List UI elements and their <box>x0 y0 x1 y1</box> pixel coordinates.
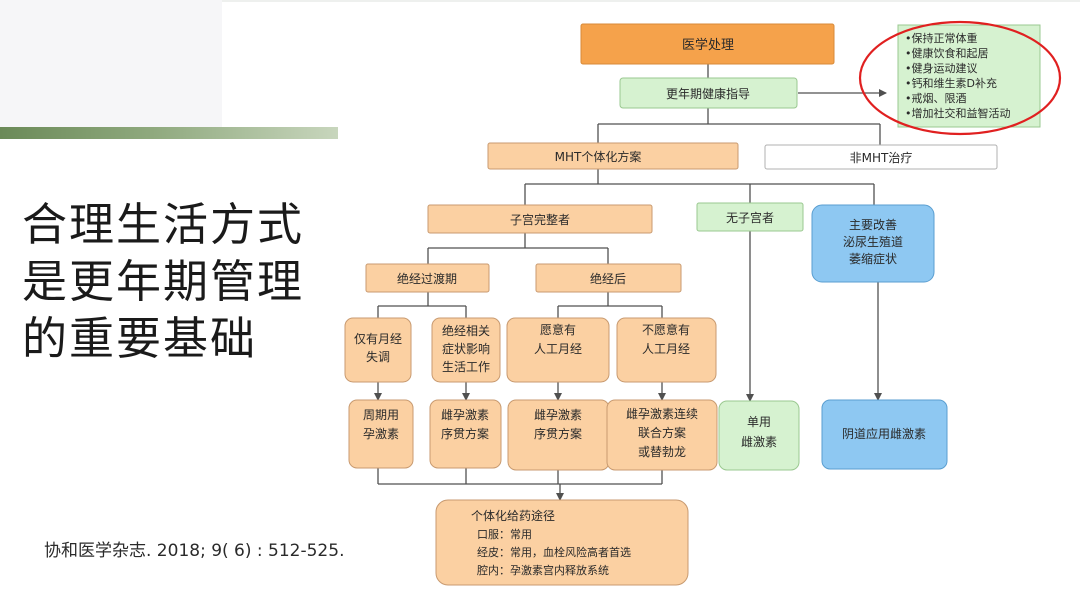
node-label: 生活工作 <box>442 360 490 374</box>
node-administration-routes: 个体化给药途径 口服：常用 经皮：常用，血栓风险高者首选 腔内：孕激素宫内释放系… <box>435 499 689 586</box>
node-vaginal-estrogen: 阴道应用雌激素 <box>821 399 948 470</box>
node-health-guidance: 更年期健康指导 <box>619 77 798 109</box>
node-label: 愿意有 <box>540 322 576 337</box>
node-label: 不愿意有 <box>642 322 690 337</box>
node-label: 症状影响 <box>442 341 490 356</box>
advice-item: •健康饮食和起居 <box>905 46 989 60</box>
node-label: 仅有月经 <box>354 332 402 346</box>
node-label: MHT个体化方案 <box>555 149 642 164</box>
heading-line: 合理生活方式 <box>22 198 305 251</box>
advice-item: •钙和维生素D补充 <box>905 76 997 90</box>
node-label: 更年期健康指导 <box>666 86 750 101</box>
node-continuous-combined: 雌孕激素连续 联合方案 或替勃龙 <box>606 399 718 471</box>
node-label: 雌孕激素 <box>534 407 582 422</box>
node-wants-menses: 愿意有 人工月经 <box>506 317 610 383</box>
advice-item: •增加社交和益智活动 <box>905 106 1011 120</box>
node-label: 阴道应用雌激素 <box>842 426 926 441</box>
node-label: 联合方案 <box>638 425 686 440</box>
heading-line: 的重要基础 <box>22 312 258 365</box>
node-label: 萎缩症状 <box>849 251 897 266</box>
node-label: 单用 <box>747 415 771 429</box>
node-lifestyle-advice: •保持正常体重 •健康饮食和起居 •健身运动建议 •钙和维生素D补充 •戒烟、限… <box>897 24 1041 128</box>
node-label: 非MHT治疗 <box>850 151 913 165</box>
node-label: 序贯方案 <box>441 426 489 441</box>
node-medical-treatment: 医学处理 <box>580 23 835 65</box>
advice-item: •健身运动建议 <box>905 61 978 75</box>
node-label: 雌孕激素 <box>441 407 489 422</box>
node-label: 雌孕激素连续 <box>626 406 698 421</box>
route-title: 个体化给药途径 <box>471 508 555 523</box>
route-item: 口服：常用 <box>477 528 532 541</box>
node-postmenopause: 绝经后 <box>535 263 682 293</box>
node-label: 孕激素 <box>363 427 399 441</box>
node-uterus-intact: 子宫完整者 <box>427 204 653 234</box>
node-sequential-regimen-2: 雌孕激素 序贯方案 <box>507 399 610 471</box>
node-perimenopause: 绝经过渡期 <box>365 263 490 293</box>
slide-heading: 合理生活方式 是更年期管理 的重要基础 <box>22 196 342 367</box>
node-label: 周期用 <box>363 408 399 422</box>
node-label: 绝经过渡期 <box>397 271 457 286</box>
node-label: 泌尿生殖道 <box>843 234 903 249</box>
node-label: 医学处理 <box>682 37 734 53</box>
node-label: 人工月经 <box>642 342 690 356</box>
route-item: 腔内：孕激素宫内释放系统 <box>477 563 609 577</box>
node-label: 绝经相关 <box>442 323 490 338</box>
node-label: 雌激素 <box>741 434 777 449</box>
node-non-mht: 非MHT治疗 <box>764 144 998 170</box>
title-panel <box>0 0 222 128</box>
node-cyclic-progestin: 周期用 孕激素 <box>348 399 414 469</box>
node-label: 失调 <box>366 349 390 364</box>
heading-line: 是更年期管理 <box>22 255 305 308</box>
top-divider <box>222 0 1080 2</box>
node-label: 无子宫者 <box>726 210 774 225</box>
route-item: 经皮：常用，血栓风险高者首选 <box>477 545 631 559</box>
node-label: 主要改善 <box>849 217 897 232</box>
node-symptoms-affect-life: 绝经相关 症状影响 生活工作 <box>431 317 501 383</box>
node-mht-plan: MHT个体化方案 <box>487 142 739 170</box>
node-label: 或替勃龙 <box>638 445 686 459</box>
advice-item: •保持正常体重 <box>905 31 978 45</box>
decorative-bar <box>0 127 338 139</box>
node-no-wants-menses: 不愿意有 人工月经 <box>616 317 717 383</box>
highlight-circle <box>858 20 1062 136</box>
node-no-uterus: 无子宫者 <box>696 202 804 232</box>
node-irregular-menses: 仅有月经 失调 <box>344 317 412 383</box>
node-label: 人工月经 <box>534 342 582 356</box>
citation: 协和医学杂志. 2018; 9( 6) : 512-525. <box>44 541 345 561</box>
node-estrogen-only: 单用 雌激素 <box>718 400 800 471</box>
advice-item: •戒烟、限酒 <box>905 91 967 105</box>
connector-lines <box>374 64 887 501</box>
node-vaginal-symptoms: 主要改善 泌尿生殖道 萎缩症状 <box>811 204 935 283</box>
node-label: 序贯方案 <box>534 426 582 441</box>
node-sequential-regimen-1: 雌孕激素 序贯方案 <box>429 399 502 469</box>
node-label: 绝经后 <box>590 271 626 286</box>
node-label: 子宫完整者 <box>510 212 570 227</box>
